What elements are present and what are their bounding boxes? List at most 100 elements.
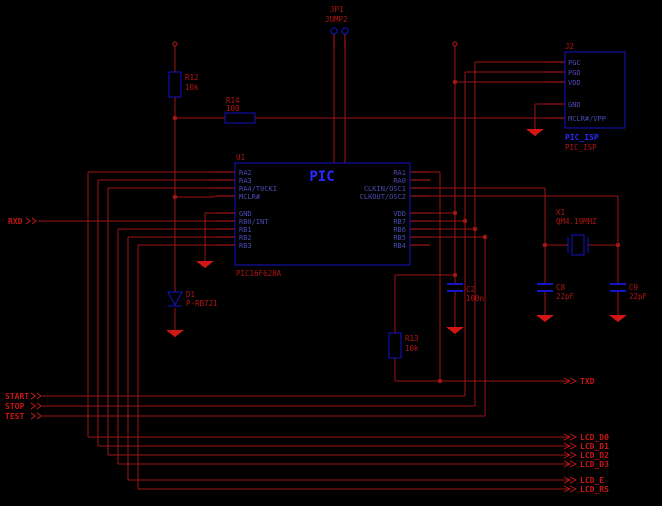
- component-crystal-x1[interactable]: X1 QM4.19MHZ: [556, 208, 597, 256]
- net-arrow-icon: [569, 442, 578, 450]
- resistor-ref: R12: [185, 73, 199, 82]
- ground-symbol: [196, 261, 214, 268]
- net-wires: [38, 46, 619, 490]
- net-label-txd[interactable]: TXD: [563, 377, 595, 386]
- net-arrow-icon: [25, 217, 31, 225]
- junction-dots: [172, 79, 621, 384]
- ground-symbol: [526, 129, 544, 136]
- net-label-stop[interactable]: STOP: [5, 402, 42, 411]
- net-label-text: RXD: [8, 217, 23, 226]
- pic-title: PIC: [309, 169, 334, 185]
- pin-label: RB7: [393, 218, 406, 226]
- net-label-lcd-d3[interactable]: LCD_D3: [563, 460, 609, 469]
- junction-dot: [452, 272, 458, 278]
- resistor-body: [224, 112, 256, 124]
- resistor-value: 10k: [405, 344, 419, 353]
- ground-symbol: [609, 315, 627, 322]
- net-arrow-icon: [569, 377, 578, 385]
- resistor-value: 100: [226, 104, 240, 113]
- component-capacitor-c8[interactable]: C8 22pF: [537, 283, 575, 301]
- isp-pins: [545, 61, 565, 119]
- component-diode-d1[interactable]: D1 P-RB721: [167, 290, 218, 308]
- net-label-lcd-d2[interactable]: LCD_D2: [563, 451, 609, 460]
- diode-body: [167, 291, 183, 307]
- component-capacitor-c9[interactable]: C9 22pF: [610, 283, 648, 301]
- net-arrow-icon: [30, 412, 36, 420]
- junction-dot: [472, 226, 478, 232]
- component-isp-connector[interactable]: J2 PGC PGD VDD GND MCLR#/VPP PIC_ISP PIC…: [564, 42, 626, 152]
- junction-dot: [437, 378, 443, 384]
- component-capacitor-c2[interactable]: C2 100n: [447, 283, 484, 303]
- isp-body: [564, 51, 626, 129]
- crystal-value: QM4.19MHZ: [556, 217, 597, 226]
- pin-label: RA2: [239, 169, 252, 177]
- pin-label: RB0/INT: [239, 218, 269, 226]
- component-jumper-jp1[interactable]: JP1 JUMP2: [325, 5, 349, 35]
- pin-label: CLKOUT/OSC2: [360, 193, 406, 201]
- net-label-text: LCD_D2: [580, 451, 609, 460]
- capacitor-value: 22pF: [556, 292, 575, 301]
- net-label-rxd[interactable]: RXD: [8, 217, 37, 226]
- net-arrow-icon: [563, 476, 572, 484]
- net-label-lcd-rs[interactable]: LCD_RS: [563, 485, 609, 494]
- open-end-marker: [172, 41, 178, 47]
- component-resistor-r14[interactable]: R14 100: [224, 96, 256, 124]
- pic-value: PIC16F628A: [236, 269, 282, 278]
- junction-dot: [615, 242, 621, 248]
- net-label-text: LCD_D3: [580, 460, 609, 469]
- capacitor-ref: C2: [466, 285, 475, 294]
- pin-label: MCLR#: [239, 193, 261, 201]
- junction-dot: [452, 210, 458, 216]
- net-label-text: START: [5, 392, 29, 401]
- pin-label: RB4: [393, 242, 406, 250]
- net-arrow-icon: [569, 451, 578, 459]
- capacitor-ref: C8: [556, 283, 566, 292]
- ground-symbol: [446, 327, 464, 334]
- net-label-start[interactable]: START: [5, 392, 42, 401]
- net-arrow-icon: [563, 485, 572, 493]
- net-arrow-icon: [569, 485, 578, 493]
- net-label-text: TXD: [580, 377, 595, 386]
- net-arrow-icon: [563, 451, 572, 459]
- pin-label: PGC: [568, 59, 581, 67]
- pin-circle: [330, 27, 338, 35]
- resistor-body: [168, 71, 182, 98]
- junction-dot: [172, 194, 178, 200]
- ground-symbol: [166, 330, 184, 337]
- pin-label: RB3: [239, 242, 252, 250]
- isp-value: PIC_ISP: [565, 143, 597, 152]
- pin-label: RA0: [393, 177, 406, 185]
- junction-dot: [462, 218, 468, 224]
- net-label-text: LCD_RS: [580, 485, 609, 494]
- pin-label: CLKIN/OSC1: [364, 185, 406, 193]
- resistor-body: [388, 332, 402, 359]
- diode-value: P-RB721: [186, 299, 218, 308]
- net-label-text: TEST: [5, 412, 24, 421]
- resistor-ref: R14: [226, 96, 240, 105]
- pin-label: GND: [239, 210, 252, 218]
- net-arrow-icon: [563, 442, 572, 450]
- pin-label: VDD: [568, 79, 581, 87]
- net-label-lcd-d0[interactable]: LCD_D0: [563, 433, 609, 442]
- pin-label: RB5: [393, 234, 406, 242]
- net-label-test[interactable]: TEST: [5, 412, 42, 421]
- pic-left-pins: [215, 171, 235, 246]
- resistor-value: 10k: [185, 83, 199, 92]
- net-arrow-icon: [563, 460, 572, 468]
- net-label-text: STOP: [5, 402, 24, 411]
- pin-label: RA1: [393, 169, 406, 177]
- component-resistor-r12[interactable]: R12 10k: [168, 71, 199, 98]
- net-label-lcd-d1[interactable]: LCD_D1: [563, 442, 609, 451]
- net-arrow-icon: [36, 392, 42, 400]
- jumper-pins: [172, 34, 458, 50]
- component-pic-mcu[interactable]: U1 PIC PIC16F628A RA2 RA3 RA4/T0CKI MCLR…: [234, 153, 411, 278]
- capacitor-value: 100n: [466, 294, 484, 303]
- net-arrow-icon: [36, 402, 42, 410]
- pin-label: PGD: [568, 69, 581, 77]
- crystal-body: [571, 234, 585, 256]
- resistor-ref: R13: [405, 334, 419, 343]
- component-resistor-r13[interactable]: R13 10k: [388, 332, 419, 359]
- net-label-lcd-e[interactable]: LCD_E: [563, 476, 604, 485]
- isp-ref: J2: [565, 42, 574, 51]
